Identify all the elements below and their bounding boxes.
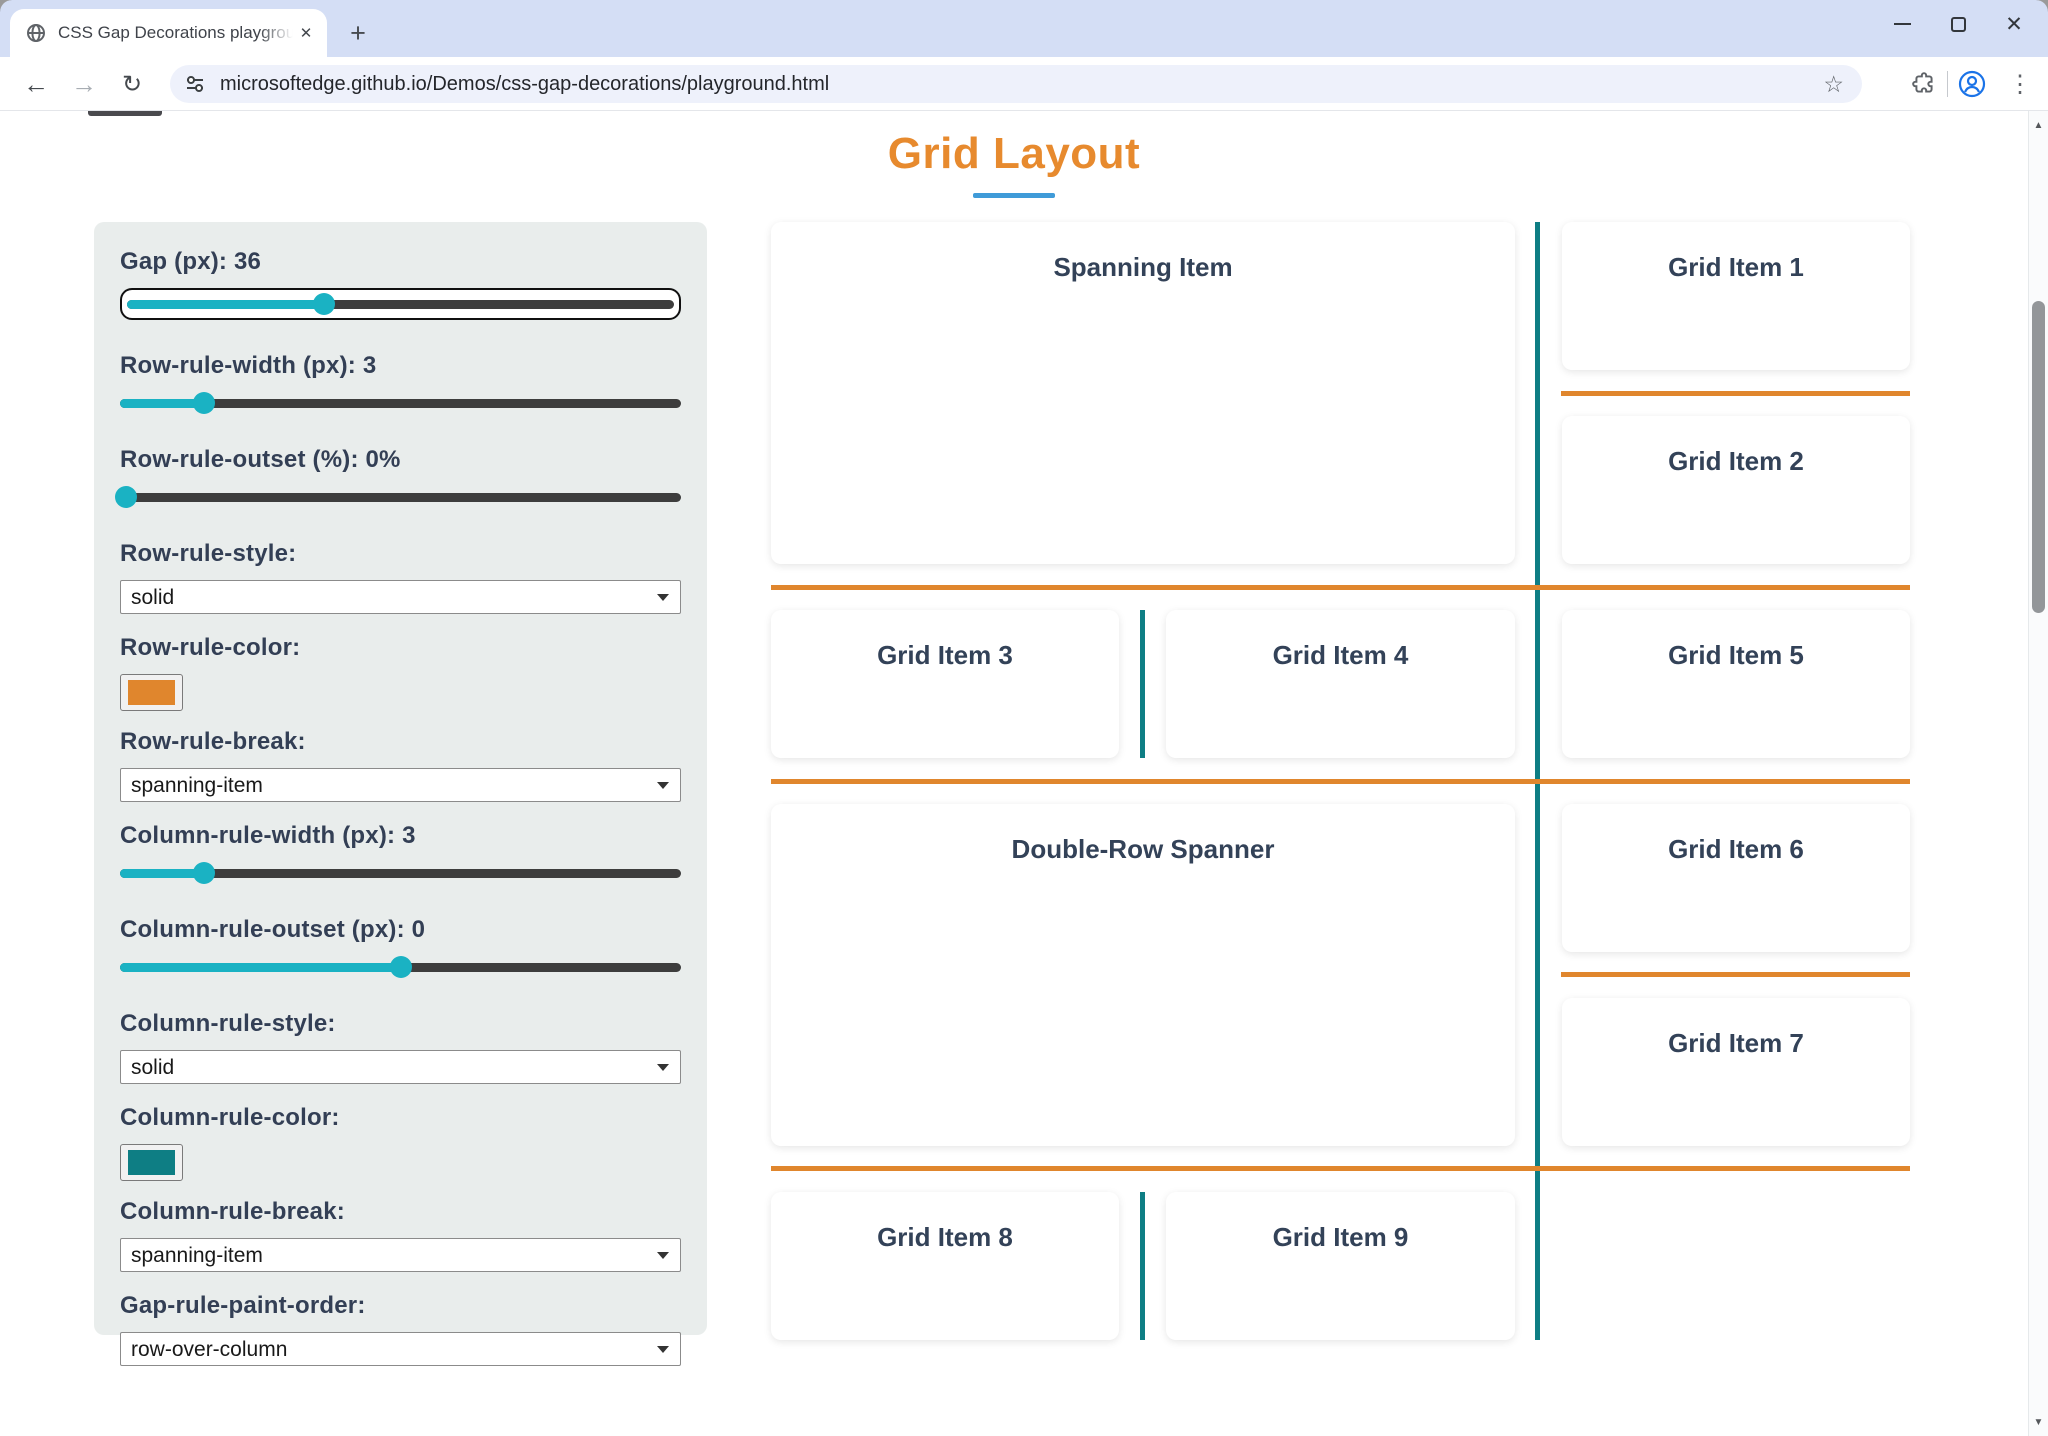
gap-slider[interactable]	[127, 293, 674, 315]
column-rule-break-field: Column-rule-break: spanning-item	[120, 1198, 681, 1272]
column-rule-outset-field: Column-rule-outset (px): 0	[120, 916, 681, 978]
grid-card-double-row-spanner: Double-Row Spanner	[771, 804, 1515, 1146]
grid-demo-area: Spanning Item Grid Item 1 Grid Item 2 Grid …	[771, 222, 1910, 1340]
address-bar[interactable]: microsoftedge.github.io/Demos/css-gap-de…	[170, 65, 1862, 103]
page-title: Grid Layout	[887, 129, 1141, 178]
grid-card-spanning-item: Spanning Item	[771, 222, 1515, 564]
page-scrollbar[interactable]: ▲ ▼	[2028, 111, 2048, 1436]
gap-rule-paint-order-select[interactable]: row-over-column	[120, 1332, 681, 1366]
grid-layout: Spanning Item Grid Item 1 Grid Item 2 Grid …	[771, 222, 1910, 1340]
column-rule-color-label: Column-rule-color:	[120, 1104, 340, 1131]
grid-card-grid-item-9: Grid Item 9	[1166, 1192, 1515, 1340]
row-rule-segment-1	[771, 585, 1910, 590]
column-rule-segment-3	[1140, 1192, 1145, 1340]
column-rule-outset-slider[interactable]	[120, 956, 681, 978]
forward-button[interactable]: →	[71, 68, 97, 99]
row-rule-break-select[interactable]: spanning-item	[120, 768, 681, 802]
grid-card-grid-item-6: Grid Item 6	[1562, 804, 1910, 952]
profile-icon[interactable]	[1958, 70, 1986, 98]
gap-focus-ring	[120, 288, 681, 320]
toolbar-divider	[1947, 71, 1948, 97]
maximize-button[interactable]	[1930, 0, 1986, 48]
tab-strip: CSS Gap Decorations playground ✕ + ✕	[0, 0, 2048, 57]
column-rule-break-select[interactable]: spanning-item	[120, 1238, 681, 1272]
maximize-icon	[1950, 16, 1966, 32]
column-rule-style-field: Column-rule-style: solid	[120, 1010, 681, 1084]
tab-title: CSS Gap Decorations playground	[58, 22, 293, 44]
column-rule-break-label: Column-rule-break:	[120, 1198, 345, 1225]
new-tab-button[interactable]: +	[350, 17, 366, 48]
column-rule-width-slider[interactable]	[120, 862, 681, 884]
scroll-up-icon[interactable]: ▲	[2033, 119, 2044, 131]
close-icon: ✕	[2005, 12, 2023, 36]
window-controls: ✕	[1874, 0, 2042, 48]
grid-card-grid-item-1: Grid Item 1	[1562, 222, 1910, 370]
column-rule-width-label: Column-rule-width (px): 3	[120, 822, 416, 849]
browser-tab[interactable]: CSS Gap Decorations playground ✕	[10, 9, 327, 57]
row-rule-color-picker[interactable]	[120, 674, 183, 711]
minimize-icon	[1893, 23, 1911, 25]
row-rule-segment-2	[771, 779, 1910, 784]
row-rule-segment-5	[1561, 972, 1910, 977]
close-button[interactable]: ✕	[1986, 0, 2042, 48]
globe-favicon	[27, 24, 45, 42]
reload-button[interactable]: ↻	[121, 70, 143, 98]
column-rule-style-select[interactable]: solid	[120, 1050, 681, 1084]
row-rule-outset-field: Row-rule-outset (%): 0%	[114, 446, 681, 508]
column-rule-segment-2	[1140, 610, 1145, 758]
column-rule-style-label: Column-rule-style:	[120, 1010, 336, 1037]
grid-card-grid-item-7: Grid Item 7	[1562, 998, 1910, 1146]
row-rule-color-label: Row-rule-color:	[120, 634, 301, 661]
url-text[interactable]: microsoftedge.github.io/Demos/css-gap-de…	[220, 72, 830, 95]
controls-panel: Gap (px): 36 Row-rule-width (px): 3 Row-ru…	[94, 222, 707, 1366]
scroll-down-icon[interactable]: ▼	[2033, 1416, 2044, 1428]
row-rule-color-field: Row-rule-color:	[120, 634, 681, 711]
row-rule-width-field: Row-rule-width (px): 3	[120, 352, 681, 414]
gap-rule-paint-order-label: Gap-rule-paint-order:	[120, 1292, 366, 1319]
scrollbar-thumb[interactable]	[2032, 301, 2045, 613]
page-content: Grid Layout Gap (px): 36 Row-rule-width (…	[0, 111, 2028, 1436]
minimize-button[interactable]	[1874, 0, 1930, 48]
menu-icon[interactable]: ⋮	[2008, 70, 2032, 98]
column-rule-color-picker[interactable]	[120, 1144, 183, 1181]
column-rule-width-field: Column-rule-width (px): 3	[120, 822, 681, 884]
row-rule-segment-4	[1561, 391, 1910, 396]
row-rule-style-select[interactable]: solid	[120, 580, 681, 614]
bookmark-star-icon[interactable]: ☆	[1823, 70, 1844, 97]
grid-card-grid-item-8: Grid Item 8	[771, 1192, 1119, 1340]
title-underline	[973, 193, 1055, 198]
extensions-icon[interactable]	[1911, 71, 1937, 97]
gap-label: Gap (px): 36	[120, 248, 262, 275]
row-rule-break-field: Row-rule-break: spanning-item	[120, 728, 681, 802]
row-rule-style-label: Row-rule-style:	[120, 540, 297, 567]
row-rule-style-field: Row-rule-style: solid	[120, 540, 681, 614]
grid-card-grid-item-3: Grid Item 3	[771, 610, 1119, 758]
browser-toolbar: ← → ↻ microsoftedge.github.io/Demos/css-…	[0, 57, 2048, 111]
grid-card-grid-item-2: Grid Item 2	[1562, 416, 1910, 564]
back-button[interactable]: ←	[23, 68, 49, 99]
row-rule-segment-3	[771, 1166, 1910, 1171]
grid-card-grid-item-4: Grid Item 4	[1166, 610, 1515, 758]
row-rule-outset-label: Row-rule-outset (%): 0%	[120, 446, 401, 473]
column-rule-outset-label: Column-rule-outset (px): 0	[120, 916, 426, 943]
tab-close-icon[interactable]: ✕	[299, 25, 313, 42]
row-rule-width-slider[interactable]	[120, 392, 681, 414]
site-info-icon[interactable]	[184, 73, 206, 95]
scrolled-content-fragment	[88, 111, 162, 116]
gap-rule-paint-order-field: Gap-rule-paint-order: row-over-column	[120, 1292, 681, 1366]
grid-card-grid-item-5: Grid Item 5	[1562, 610, 1910, 758]
row-rule-outset-slider[interactable]	[114, 486, 681, 508]
row-rule-width-label: Row-rule-width (px): 3	[120, 352, 377, 379]
row-rule-break-label: Row-rule-break:	[120, 728, 306, 755]
gap-field: Gap (px): 36	[120, 248, 681, 320]
column-rule-color-field: Column-rule-color:	[120, 1104, 681, 1181]
